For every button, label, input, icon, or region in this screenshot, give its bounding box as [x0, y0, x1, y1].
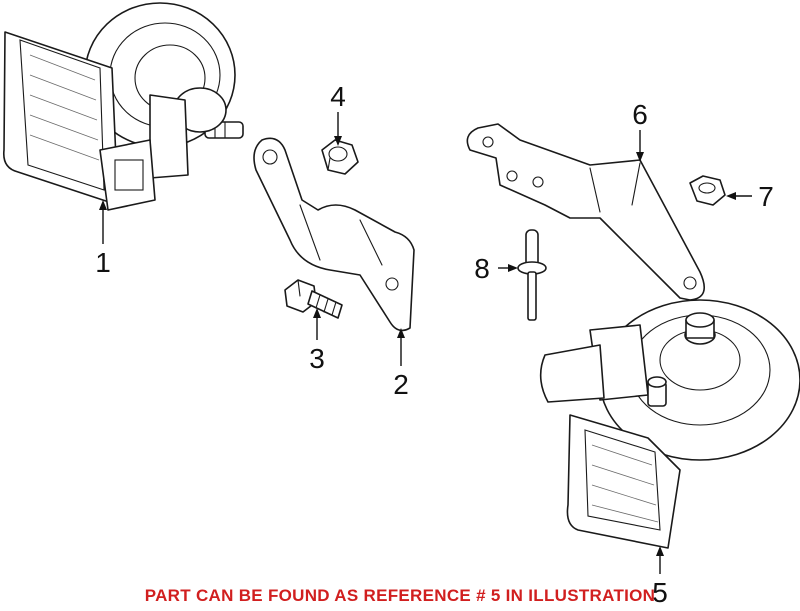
callout-2: 2	[393, 369, 409, 400]
callout-7: 7	[758, 181, 774, 212]
callout-5: 5	[652, 577, 668, 608]
horn-part-1	[2, 2, 244, 211]
callout-8: 8	[474, 253, 490, 284]
nut-part-7	[689, 175, 726, 206]
callout-4: 4	[330, 81, 346, 112]
bolt-part-3	[284, 279, 343, 319]
reference-note: PART CAN BE FOUND AS REFERENCE # 5 IN IL…	[144, 586, 656, 605]
leader-lines	[99, 112, 752, 574]
rivet-part-8	[517, 229, 547, 321]
callout-1: 1	[95, 247, 111, 278]
callout-3: 3	[309, 343, 325, 374]
horn-part-5	[539, 299, 800, 549]
bracket-part-6	[466, 123, 706, 301]
callout-6: 6	[632, 99, 648, 130]
bracket-part-2	[253, 137, 415, 332]
nut-part-4	[321, 139, 359, 175]
